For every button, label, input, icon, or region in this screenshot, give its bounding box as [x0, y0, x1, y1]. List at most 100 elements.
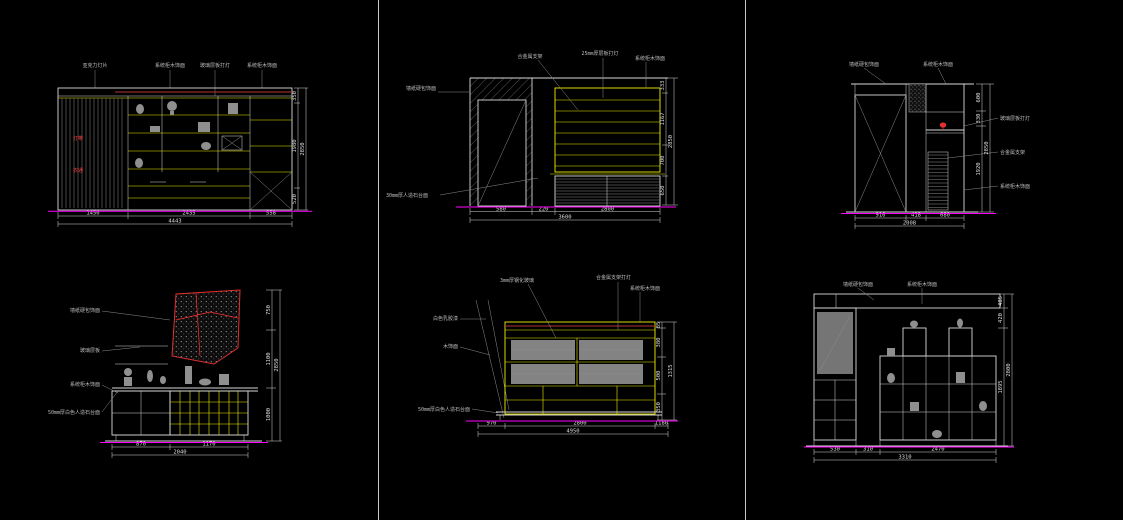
- dimension-label: 680: [940, 213, 950, 219]
- dimension-total-label: 4443: [168, 219, 181, 225]
- dimension-label: 700: [660, 156, 666, 166]
- stepped-shelving: [806, 318, 1008, 447]
- annotation-label: 25mm厚层板打灯: [581, 50, 618, 57]
- annotation-leaders: 3mm厚钢化玻璃 合金属支架打灯 系统柜木饰面 白色乳胶漆 木饰面 50mm厚白…: [418, 274, 660, 414]
- dimension-label: 333: [660, 81, 666, 91]
- frame-divider-right: [745, 0, 746, 520]
- dimension-label: 350: [656, 402, 662, 412]
- annotation-label: 系统柜木饰面: [635, 55, 665, 62]
- dimension-label: 500: [656, 371, 662, 381]
- annotation-label: 玻璃层板: [80, 347, 100, 354]
- annotation-label: 墙纸硬包饰面: [849, 61, 879, 68]
- annotation-label: 50mm厚白色人造石台面: [418, 406, 470, 413]
- soffit: [813, 293, 1001, 309]
- upper-shelving: [554, 87, 661, 173]
- dimension-label: 1980: [292, 139, 298, 152]
- shelving-section: [128, 96, 293, 211]
- dimension-total-label: 3310: [898, 455, 911, 461]
- louver-panel: 灯带 衣通: [61, 96, 129, 210]
- dimension-label: 85: [656, 322, 662, 329]
- annotation-label: 合金属支架: [517, 53, 542, 60]
- dimension-chain-bottom: 1450 2435 558 4443: [57, 211, 293, 227]
- shelf-decor-items: [135, 101, 238, 168]
- elevation-panel-5: 3mm厚钢化玻璃 合金属支架打灯 系统柜木饰面 白色乳胶漆 木饰面 50mm厚白…: [418, 274, 678, 437]
- dimension-label: 520: [292, 194, 298, 204]
- dimension-label: 1100: [266, 352, 272, 365]
- counter-decor-items: [124, 366, 229, 386]
- shelf-decor-items: [887, 318, 987, 438]
- elevation-panel-1: 亚克力灯片 系统柜木饰面 玻璃层板打灯 系统柜木饰面 灯带 衣通: [48, 62, 312, 227]
- annotation-leaders: 墙纸硬包饰面 系统柜木饰面 玻璃层板打灯 合金属支架 系统柜木饰面: [849, 61, 1030, 191]
- dimension-total-label: 2008: [903, 221, 916, 227]
- annotation-label: 亚克力灯片: [82, 62, 107, 69]
- dimension-label: 420: [998, 313, 1004, 323]
- annotation-leaders: 合金属支架 25mm厚层板打灯 系统柜木饰面 墙纸硬包饰面 30mm厚人造石台面: [386, 50, 665, 199]
- elevation-panel-3: 墙纸硬包饰面 系统柜木饰面 玻璃层板打灯 合金属支架 系统柜木饰面 600 33…: [841, 61, 1030, 229]
- annotation-label: 系统柜木饰面: [155, 62, 185, 69]
- dimension-label: 530: [830, 447, 840, 453]
- dimension-label: 350: [292, 91, 298, 101]
- feature-stone-panel: [171, 289, 241, 365]
- dimension-label: 870: [136, 442, 146, 448]
- dimension-total-label: 2850: [668, 135, 674, 148]
- dimension-chain-bottom: 870 1170 2040: [111, 442, 249, 458]
- annotation-label: 合金属支架打灯: [596, 274, 631, 281]
- dimension-label: 1450: [86, 211, 99, 217]
- dimension-label: 600: [976, 93, 982, 103]
- annotation-label: 系统柜木饰面: [247, 62, 277, 69]
- annotation-label: 30mm厚人造石台面: [386, 192, 428, 199]
- annotation-label: 系统柜木饰面: [1000, 183, 1030, 190]
- dimension-total-label: 2850: [274, 358, 280, 371]
- dimension-total-label: 2800: [1006, 363, 1012, 376]
- annotation-leaders: 墙纸硬包饰面 玻璃层板 系统柜木饰面 50mm厚白色人造石台面: [48, 307, 171, 416]
- dimension-chain-right: 485 420 1895 2800: [998, 293, 1014, 447]
- frame-divider-left: [378, 0, 379, 520]
- dimension-label: 485: [998, 296, 1004, 306]
- dimension-label: 418: [911, 213, 921, 219]
- dimension-label: 380: [656, 338, 662, 348]
- dimension-chain-right: 85 380 500 350 1315: [656, 322, 677, 421]
- dimension-total-label: 2040: [173, 450, 186, 456]
- dimension-label: 580: [496, 207, 506, 213]
- dimension-label: 1000: [266, 408, 272, 421]
- dimension-label: 910: [876, 213, 886, 219]
- dimension-chain-bottom: 580 220 2800 3600: [469, 207, 661, 223]
- dimension-label: 558: [266, 211, 276, 217]
- dimension-chain-bottom: 910 418 680 2008: [854, 213, 965, 229]
- dimension-label: 1895: [998, 380, 1004, 393]
- dimension-label: 650: [660, 186, 666, 196]
- base-cabinet-louvered: [550, 173, 665, 207]
- dimension-label: 1167: [660, 112, 666, 125]
- annotation-leaders: 墙纸硬包饰面 系统柜木饰面: [843, 281, 937, 304]
- dimension-label: 2800: [573, 421, 586, 427]
- glass-panels: [511, 340, 643, 384]
- annotation-label: 玻璃层板打灯: [200, 62, 230, 69]
- annotation-leaders: 亚克力灯片 系统柜木饰面 玻璃层板打灯 系统柜木饰面: [82, 62, 277, 96]
- elevation-panel-6: 墙纸硬包饰面 系统柜木饰面 485 420 1895 2800 530 310 …: [804, 281, 1014, 463]
- dimension-label: 970: [487, 421, 497, 427]
- glass-cabinet: [496, 321, 662, 420]
- counter-display: [105, 345, 262, 442]
- dimension-label: 2800: [601, 207, 614, 213]
- annotation-label: 系统柜木饰面: [923, 61, 953, 68]
- cabinet-outline: [57, 87, 293, 211]
- dimension-total-label: 3600: [558, 215, 571, 221]
- red-note-label: 衣通: [73, 167, 83, 174]
- dimension-total-label: 4950: [566, 429, 579, 435]
- wall-section-hatched: [469, 77, 668, 207]
- dimension-label: 330: [976, 114, 982, 124]
- annotation-label: 50mm厚白色人造石台面: [48, 409, 100, 416]
- annotation-label: 系统柜木饰面: [630, 285, 660, 292]
- dimension-label: 220: [539, 207, 549, 213]
- dimension-label: 2435: [182, 211, 195, 217]
- annotation-label: 3mm厚钢化玻璃: [500, 277, 534, 284]
- annotation-label: 墙纸硬包饰面: [406, 85, 436, 92]
- annotation-label: 系统柜木饰面: [70, 381, 100, 388]
- dimension-total-label: 2850: [984, 141, 990, 154]
- dimension-chain-right: 750 1100 1000 2850: [266, 289, 282, 442]
- annotation-label: 木饰面: [443, 343, 458, 350]
- annotation-label: 系统柜木饰面: [907, 281, 937, 288]
- annotation-label: 合金属支架: [1000, 149, 1025, 156]
- tall-cabinet: [813, 307, 857, 441]
